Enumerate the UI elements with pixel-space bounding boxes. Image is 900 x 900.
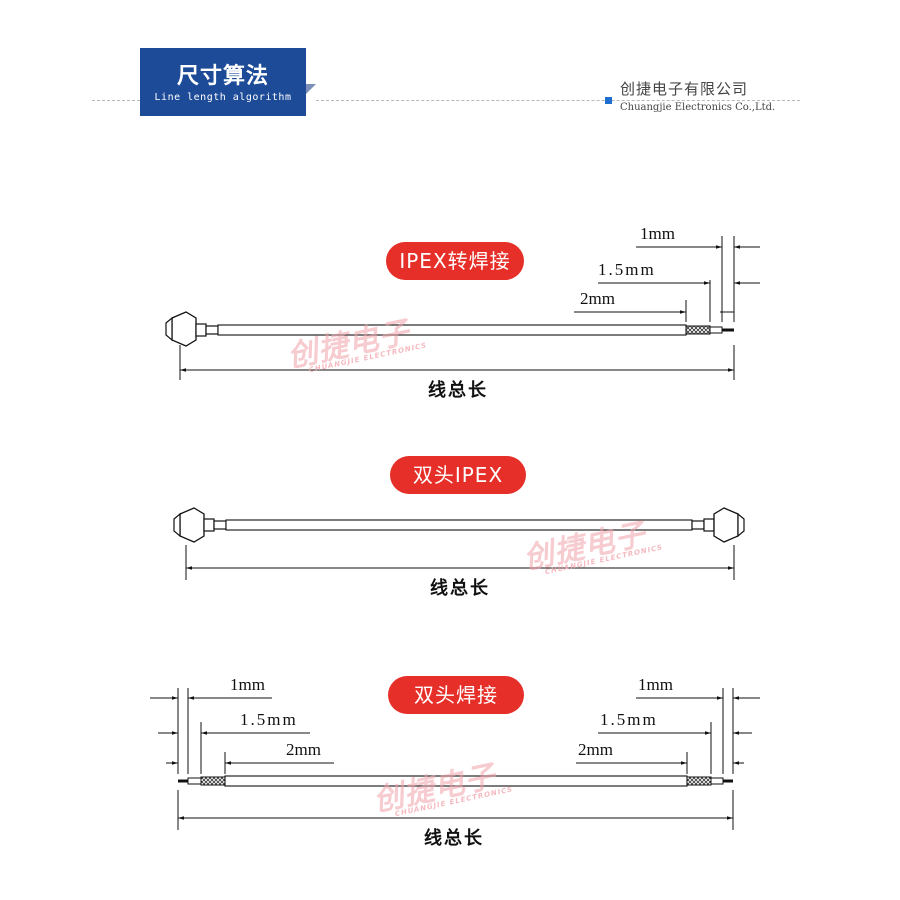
header-subtitle: Line length algorithm — [154, 92, 292, 103]
total-length-caption-1: 线总长 — [428, 380, 488, 401]
dim-left-1mm: 1mm — [230, 675, 265, 694]
cable-dual-ipex — [173, 507, 745, 543]
section-label-dual-ipex: 双头IPEX — [390, 456, 526, 494]
dim-left-1-5mm: 1.5mm — [240, 710, 298, 729]
dim-left-2mm: 2mm — [286, 740, 321, 759]
dim-right-1-5mm: 1.5mm — [600, 710, 658, 729]
dimension-lines-1 — [179, 236, 760, 380]
company-name-en: Chuangjie Electronics Co.,Ltd. — [620, 102, 776, 113]
section-label-ipex-to-solder: IPEX转焊接 — [386, 242, 524, 280]
dim-right-1mm: 1mm — [638, 675, 673, 694]
header-divider-right — [316, 100, 800, 101]
header-fold — [306, 84, 316, 94]
dim-1-5mm: 1.5mm — [598, 260, 656, 279]
cable-dual-solder — [178, 775, 733, 787]
dimension-lines-2 — [185, 545, 735, 580]
section-label-dual-solder: 双头焊接 — [388, 676, 524, 714]
header-title: 尺寸算法 — [176, 64, 269, 89]
company-name-cn: 创捷电子有限公司 — [620, 80, 749, 98]
dim-2mm: 2mm — [580, 289, 615, 308]
dim-1mm: 1mm — [640, 224, 675, 243]
dimension-lines-3 — [150, 688, 760, 830]
total-length-caption-2: 线总长 — [430, 578, 490, 599]
cable-ipex-to-solder — [165, 311, 734, 347]
total-length-caption-3: 线总长 — [424, 828, 484, 849]
section-header: 尺寸算法 Line length algorithm — [140, 48, 306, 116]
company-bullet — [605, 97, 612, 104]
header-divider-left — [92, 100, 140, 101]
dim-right-2mm: 2mm — [578, 740, 613, 759]
